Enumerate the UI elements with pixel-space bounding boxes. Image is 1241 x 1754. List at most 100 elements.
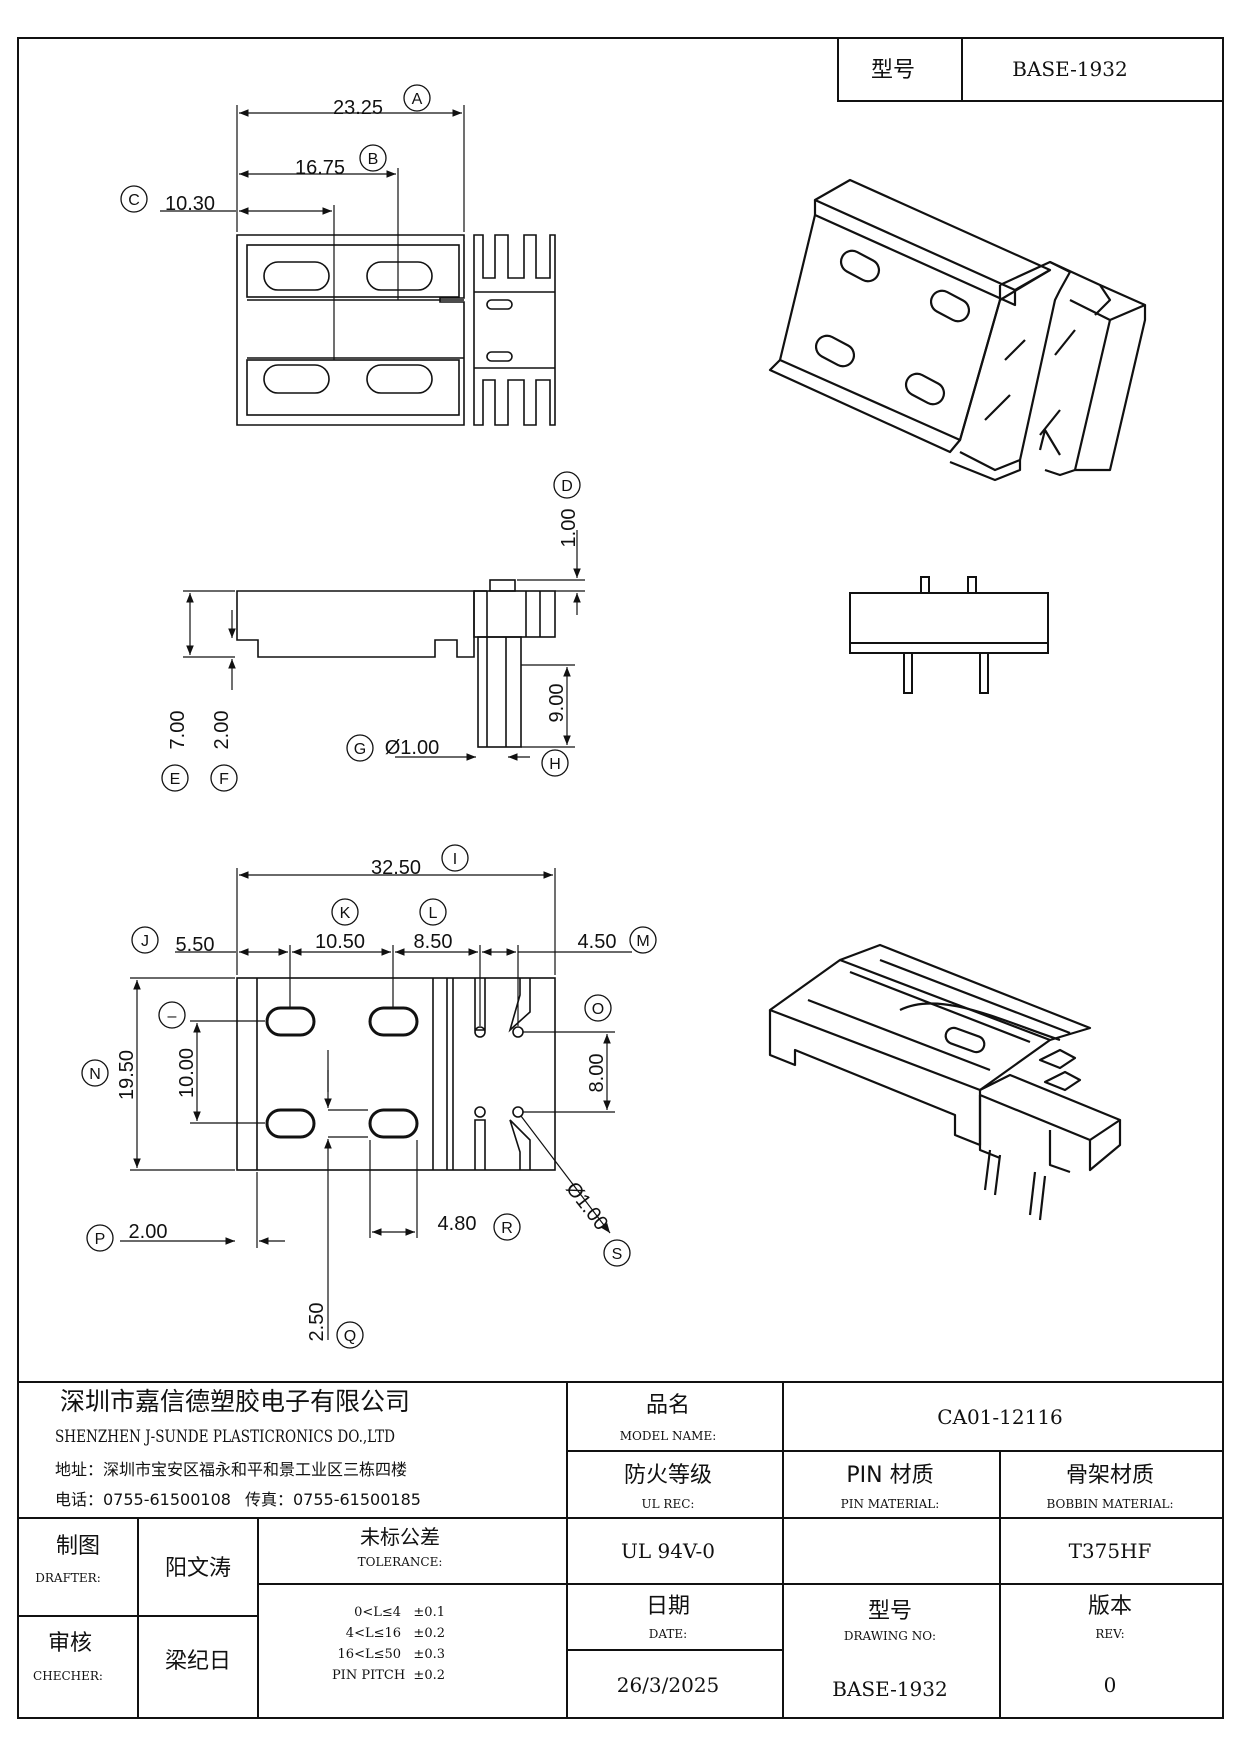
callout-m: M xyxy=(629,926,657,954)
callout-s: S xyxy=(603,1239,631,1267)
svg-text:J: J xyxy=(141,933,149,950)
callout-f: F xyxy=(210,764,238,792)
model-name-value: CA01-12116 xyxy=(937,1405,1063,1429)
model-name-cn: 品名 xyxy=(646,1393,690,1418)
callout-dash: – xyxy=(158,1001,186,1029)
top-view xyxy=(236,234,556,426)
company-address: 地址：深圳市宝安区福永和平和景工业区三栋四楼 xyxy=(55,1460,407,1479)
dim-bot-overall: 32.50 xyxy=(371,857,421,879)
tolerance-line-3: 16<L≤50 ±0.3 xyxy=(338,1647,445,1662)
pin-material-cn: PIN 材质 xyxy=(846,1463,933,1488)
callout-o: O xyxy=(584,994,612,1022)
header-model-label: 型号 xyxy=(871,58,915,83)
checker-cn: 审核 xyxy=(48,1631,92,1656)
drafter-cn: 制图 xyxy=(56,1534,100,1559)
company-name-cn: 深圳市嘉信德塑胶电子有限公司 xyxy=(60,1387,410,1416)
side-view xyxy=(236,579,556,748)
bottom-view xyxy=(236,977,556,1171)
bottom-view-dimensions xyxy=(120,868,632,1340)
dim-top-overall: 23.25 xyxy=(333,97,383,119)
dim-bot-pin-edge: 4.50 xyxy=(578,931,617,953)
svg-text:L: L xyxy=(429,905,438,922)
callout-p: P xyxy=(86,1224,114,1252)
dim-side-height: 7.00 xyxy=(167,711,189,750)
dim-top-left: 10.30 xyxy=(165,193,215,215)
title-block xyxy=(18,1381,1223,1718)
svg-text:S: S xyxy=(612,1246,623,1263)
callout-q: Q xyxy=(336,1321,364,1349)
dim-bot-wall: 2.00 xyxy=(129,1221,168,1243)
svg-text:E: E xyxy=(170,771,181,788)
svg-text:P: P xyxy=(95,1231,106,1248)
dim-bot-width: 19.50 xyxy=(116,1050,138,1100)
svg-text:N: N xyxy=(89,1066,101,1083)
ul-rec-en: UL REC: xyxy=(642,1497,695,1511)
svg-text:I: I xyxy=(453,851,457,868)
top-view-dimensions xyxy=(236,105,465,360)
dim-top-mid: 16.75 xyxy=(295,157,345,179)
header-model-box: 型号 BASE-1932 xyxy=(837,37,1224,102)
dim-bot-slot-h: 2.50 xyxy=(306,1303,328,1342)
isometric-view-bottom xyxy=(768,943,1122,1221)
dim-bot-left: 5.50 xyxy=(176,934,215,956)
drafter-en: DRAFTER: xyxy=(35,1571,101,1585)
rev-en: REV: xyxy=(1095,1627,1124,1641)
svg-text:H: H xyxy=(549,756,561,773)
dim-bot-slot-vpitch: 10.00 xyxy=(176,1048,198,1098)
bobbin-material-cn: 骨架材质 xyxy=(1066,1463,1154,1488)
tolerance-line-4: PIN PITCH ±0.2 xyxy=(332,1668,445,1683)
isometric-view-top xyxy=(768,178,1147,482)
callout-l: L xyxy=(419,898,447,926)
drawing-no-cn: 型号 xyxy=(868,1599,912,1624)
date-en: DATE: xyxy=(649,1627,687,1641)
header-model-value: BASE-1932 xyxy=(1012,57,1127,81)
date-value: 26/3/2025 xyxy=(617,1673,720,1697)
callout-b: B xyxy=(359,144,387,172)
svg-text:M: M xyxy=(636,933,649,950)
dim-bot-pin-hole: Ø1.00 xyxy=(561,1178,612,1234)
checker-name: 梁纪日 xyxy=(165,1649,231,1674)
ul-rec-cn: 防火等级 xyxy=(624,1463,712,1488)
callout-g: G xyxy=(346,734,374,762)
callout-j: J xyxy=(131,926,159,954)
sheet-border xyxy=(17,37,1224,1719)
tolerance-line-1: 0<L≤4 ±0.1 xyxy=(354,1605,445,1620)
side-elevation-right xyxy=(849,576,1049,694)
date-cn: 日期 xyxy=(646,1594,690,1619)
callout-c: C xyxy=(120,185,148,213)
dim-side-pin-len: 9.00 xyxy=(546,684,568,723)
checker-en: CHECHER: xyxy=(33,1669,103,1683)
company-name-en: SHENZHEN J-SUNDE PLASTICRONICS DO.,LTD xyxy=(55,1427,395,1447)
callout-d: D xyxy=(553,471,581,499)
svg-text:A: A xyxy=(412,91,423,108)
drawing-no-value: BASE-1932 xyxy=(832,1677,947,1701)
dim-side-step: 2.00 xyxy=(211,711,233,750)
pin-material-en: PIN MATERIAL: xyxy=(841,1497,940,1511)
callout-e: E xyxy=(161,764,189,792)
rev-cn: 版本 xyxy=(1088,1594,1132,1619)
dim-side-pin-step: 1.00 xyxy=(558,509,580,548)
bobbin-material-value: T375HF xyxy=(1069,1539,1152,1563)
dim-bot-slot-gap: 8.50 xyxy=(414,931,453,953)
svg-text:K: K xyxy=(340,905,351,922)
tolerance-line-2: 4<L≤16 ±0.2 xyxy=(346,1626,445,1641)
svg-text:–: – xyxy=(168,1008,177,1025)
company-phone: 电话：0755-61500108 xyxy=(55,1490,231,1509)
tolerance-en: TOLERANCE: xyxy=(358,1555,443,1569)
model-name-en: MODEL NAME: xyxy=(620,1429,717,1443)
callout-n: N xyxy=(81,1059,109,1087)
dim-side-pin-dia: Ø1.00 xyxy=(385,737,439,759)
svg-text:B: B xyxy=(368,151,379,168)
dim-bot-pin-vpitch: 8.00 xyxy=(586,1054,608,1093)
callout-a: A xyxy=(403,84,431,112)
side-view-dimensions xyxy=(183,530,585,761)
callout-i: I xyxy=(441,844,469,872)
company-fax: 传真：0755-61500185 xyxy=(245,1490,421,1509)
svg-text:C: C xyxy=(128,192,140,209)
rev-value: 0 xyxy=(1104,1673,1117,1697)
drawing-no-en: DRAWING NO: xyxy=(844,1629,936,1643)
svg-text:Q: Q xyxy=(344,1328,356,1345)
svg-text:G: G xyxy=(354,741,366,758)
tolerance-cn: 未标公差 xyxy=(360,1525,440,1549)
